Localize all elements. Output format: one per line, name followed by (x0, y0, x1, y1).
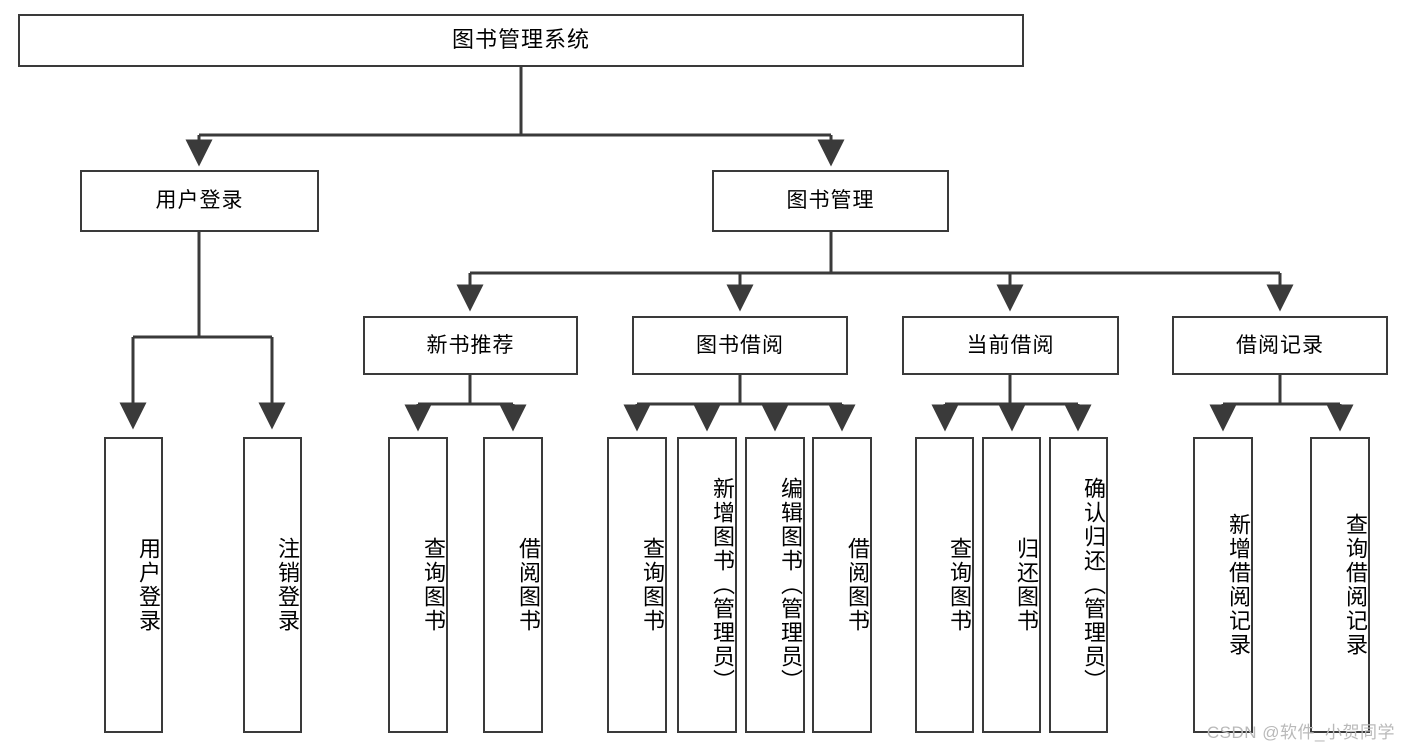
csdn-watermark: CSDN @软件_小贺同学 (1206, 723, 1395, 742)
node-current-borrow[interactable]: 当前借阅 (902, 316, 1119, 375)
leaf-add-book[interactable]: 新增图书（管理员） (677, 437, 737, 733)
node-new-book-recommend[interactable]: 新书推荐 (363, 316, 578, 375)
leaf-logout-login[interactable]: 注销登录 (243, 437, 302, 733)
leaf-query-book-3[interactable]: 查询图书 (915, 437, 974, 733)
leaf-borrow-book-2[interactable]: 借阅图书 (812, 437, 872, 733)
leaf-query-book-1[interactable]: 查询图书 (388, 437, 448, 733)
node-root-system[interactable]: 图书管理系统 (18, 14, 1024, 67)
node-borrow-record[interactable]: 借阅记录 (1172, 316, 1388, 375)
leaf-borrow-book-1[interactable]: 借阅图书 (483, 437, 543, 733)
leaf-edit-book[interactable]: 编辑图书（管理员） (745, 437, 805, 733)
leaf-confirm-return[interactable]: 确认归还（管理员） (1049, 437, 1108, 733)
node-book-management[interactable]: 图书管理 (712, 170, 949, 232)
node-user-login[interactable]: 用户登录 (80, 170, 319, 232)
leaf-add-record[interactable]: 新增借阅记录 (1193, 437, 1253, 733)
node-book-borrow[interactable]: 图书借阅 (632, 316, 848, 375)
leaf-return-book[interactable]: 归还图书 (982, 437, 1041, 733)
leaf-query-record[interactable]: 查询借阅记录 (1310, 437, 1370, 733)
leaf-user-login[interactable]: 用户登录 (104, 437, 163, 733)
leaf-query-book-2[interactable]: 查询图书 (607, 437, 667, 733)
